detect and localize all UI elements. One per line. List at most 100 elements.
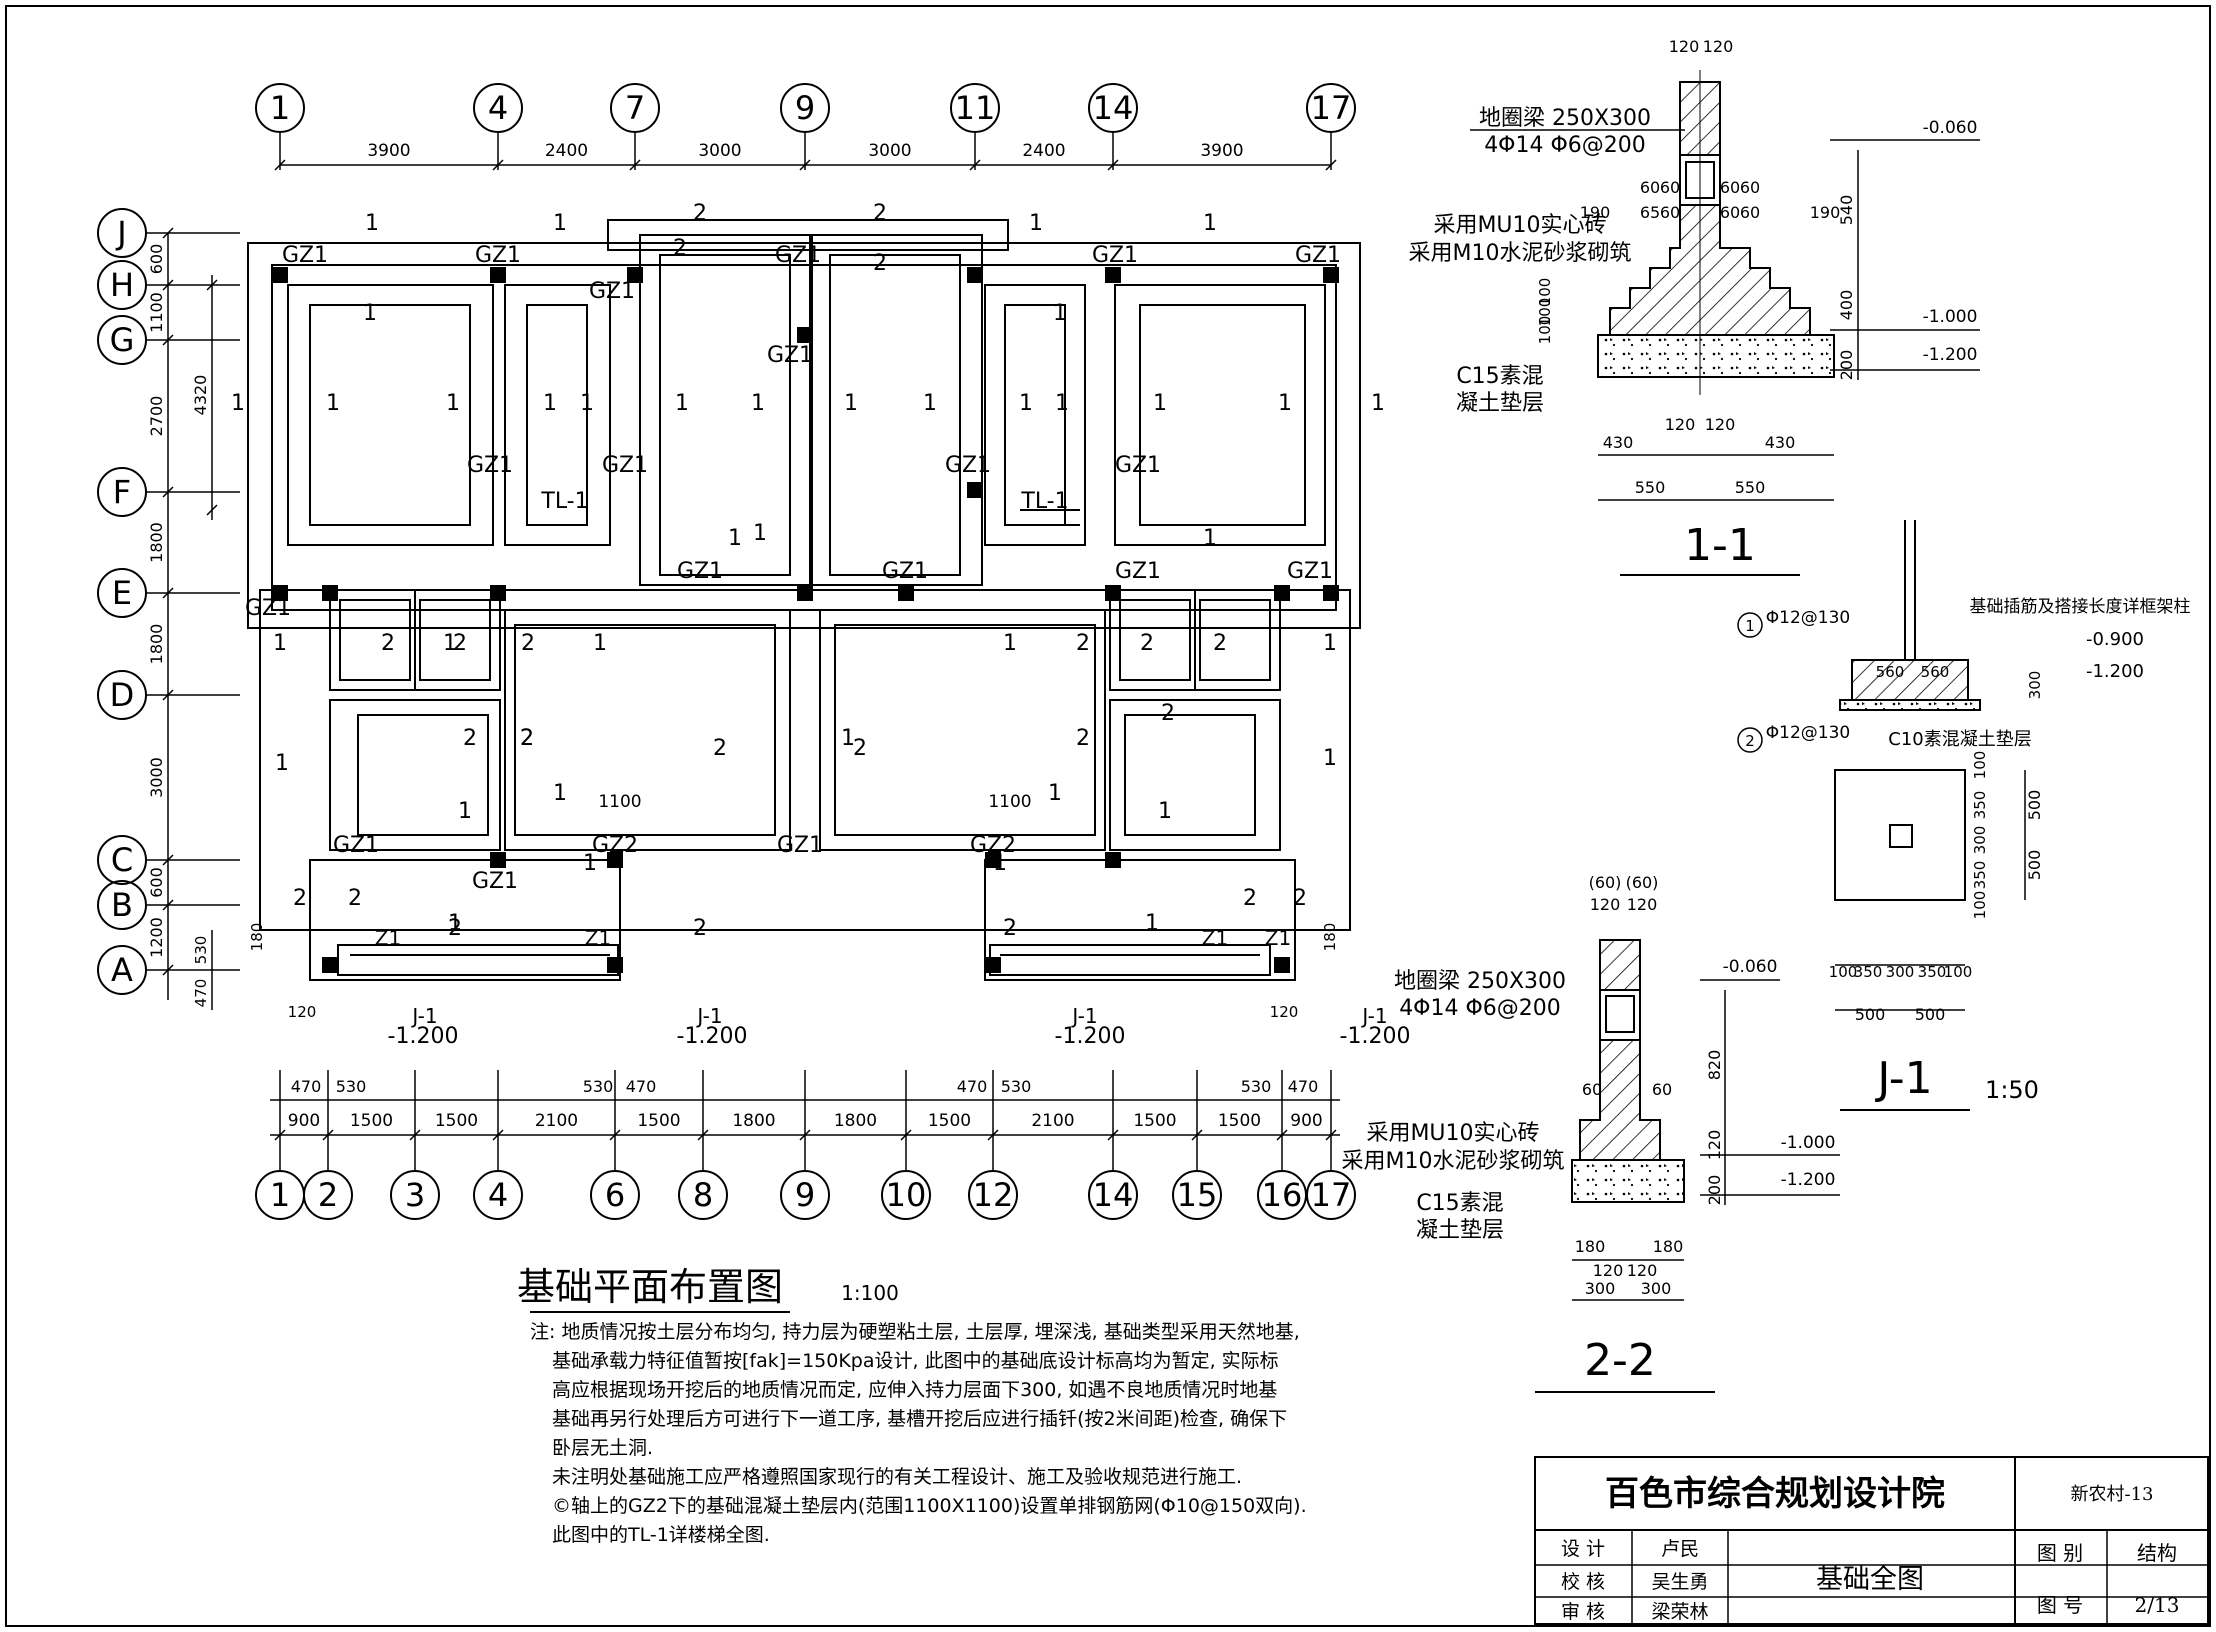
tl1-label: TL-1 bbox=[540, 489, 588, 514]
dim: 350 bbox=[1918, 963, 1947, 981]
wall-type-1: 1 bbox=[593, 631, 607, 656]
foundation-strip-outer bbox=[1114, 284, 1326, 546]
note-line: 高应根据现场开挖后的地质情况而定, 应伸入持力层面下300, 如遇不良地质情况时… bbox=[552, 1379, 1278, 1401]
dim: 65 bbox=[1640, 203, 1660, 222]
dim: 100 bbox=[1971, 891, 1989, 920]
wall-type-2: 2 bbox=[520, 726, 534, 751]
gz-column bbox=[490, 267, 506, 283]
dim-120: 120 bbox=[288, 1003, 317, 1021]
dim-tick bbox=[1325, 1129, 1337, 1141]
brick-label: 采用MU10实心砖 bbox=[1366, 1121, 1539, 1146]
gz2-label: GZ2 bbox=[970, 833, 1016, 858]
wall-type-1: 1 bbox=[1029, 211, 1043, 236]
left-dim: 2700 bbox=[147, 396, 166, 437]
dim: 500 bbox=[2025, 790, 2044, 821]
gz-column bbox=[1323, 267, 1339, 283]
dim: 430 bbox=[1603, 433, 1634, 452]
gz1-label: GZ1 bbox=[467, 453, 513, 478]
dim-tick bbox=[1276, 1129, 1288, 1141]
axis-bottom-16: 16 bbox=[1262, 1176, 1303, 1214]
gz1-label: GZ1 bbox=[945, 453, 991, 478]
gz1-label: GZ1 bbox=[1115, 453, 1161, 478]
elevation-mark: -1.200 bbox=[677, 1024, 748, 1049]
axis-left-C: C bbox=[111, 841, 133, 879]
dim-tick bbox=[162, 279, 174, 291]
top-dim: 3900 bbox=[1200, 141, 1243, 161]
gz-column bbox=[490, 585, 506, 601]
gz-column bbox=[1105, 267, 1121, 283]
dim: 500 bbox=[2025, 850, 2044, 881]
gz-column bbox=[322, 957, 338, 973]
axis-left-G: G bbox=[110, 321, 135, 359]
foundation-strip-outer bbox=[984, 284, 1086, 546]
foundation-strip-inner bbox=[357, 714, 489, 836]
c10-cushion bbox=[1839, 699, 1981, 711]
foundation-strip-inner bbox=[514, 624, 776, 836]
dim-180: 180 bbox=[1321, 923, 1339, 952]
wall-type-1: 1 bbox=[326, 391, 340, 416]
dim: 560 bbox=[1921, 663, 1950, 681]
z1-marker: Z1 bbox=[375, 926, 401, 950]
wall-type-2: 2 bbox=[693, 201, 707, 226]
top-dim: 3000 bbox=[868, 141, 911, 161]
wall-type-1: 1 bbox=[1145, 911, 1159, 936]
dim: 120 bbox=[1627, 895, 1658, 914]
elevation: -1.000 bbox=[1781, 1133, 1836, 1153]
j1-plan-column bbox=[1889, 824, 1913, 848]
axis-bottom-8: 8 bbox=[693, 1176, 713, 1214]
foundation-strip-outer bbox=[1109, 699, 1281, 851]
gz-column bbox=[797, 585, 813, 601]
wall-type-1: 1 bbox=[841, 726, 855, 751]
axis-left-D: D bbox=[110, 676, 135, 714]
dim-tick bbox=[697, 1129, 709, 1141]
foundation-strip-inner bbox=[339, 599, 411, 681]
dim: 300 bbox=[1585, 1279, 1616, 1298]
gz-column bbox=[607, 852, 623, 868]
wall-type-1: 1 bbox=[1278, 391, 1292, 416]
axis-bottom-12: 12 bbox=[973, 1176, 1014, 1214]
dim-tick bbox=[799, 159, 811, 171]
dim: 120 bbox=[1669, 37, 1700, 56]
gz-column bbox=[967, 482, 983, 498]
note-line: ©轴上的GZ2下的基础混凝土垫层内(范围1100X1100)设置单排钢筋网(Φ1… bbox=[552, 1495, 1307, 1517]
dim: 200 bbox=[1837, 350, 1856, 381]
elevation: -0.060 bbox=[1723, 957, 1778, 977]
dim: 180 bbox=[1575, 1237, 1606, 1256]
wall-type-2: 2 bbox=[873, 251, 887, 276]
cushion-label: C15素混 bbox=[1456, 364, 1543, 389]
axis-bottom-17: 17 bbox=[1311, 1176, 1352, 1214]
foundation-strip-inner bbox=[829, 254, 961, 576]
gz-column bbox=[1274, 585, 1290, 601]
wall-type-1: 1 bbox=[583, 851, 597, 876]
axis-bottom-4: 4 bbox=[488, 1176, 508, 1214]
dim-tick bbox=[1325, 159, 1337, 171]
axis-bottom-6: 6 bbox=[605, 1176, 625, 1214]
gz-column bbox=[627, 267, 643, 283]
mortar-label: 采用M10水泥砂浆砌筑 bbox=[1409, 241, 1632, 266]
section-title: 2-2 bbox=[1584, 1335, 1656, 1386]
wall-type-2: 2 bbox=[1140, 631, 1154, 656]
wall-type-2: 2 bbox=[713, 736, 727, 761]
wall-type-1: 1 bbox=[365, 211, 379, 236]
rebar-2-bubble bbox=[1737, 727, 1763, 753]
note-line: 注: 地质情况按土层分布均匀, 持力层为硬塑粘土层, 土层厚, 埋深浅, 基础类… bbox=[530, 1321, 1300, 1343]
gz1-label: GZ1 bbox=[245, 596, 291, 621]
dim: 190 bbox=[1810, 203, 1841, 222]
bottom-sub-dim: 530 bbox=[583, 1077, 614, 1096]
footing-section bbox=[1851, 659, 1969, 701]
wall-type-2: 2 bbox=[381, 631, 395, 656]
left-sub-dim: 530 bbox=[192, 936, 210, 965]
dim: 550 bbox=[1735, 478, 1766, 497]
rebar-2-no: 2 bbox=[1745, 732, 1755, 750]
bottom-dim: 1500 bbox=[350, 1111, 393, 1131]
bottom-dim: 900 bbox=[1290, 1111, 1322, 1131]
note-line: 未注明处基础施工应严格遵照国家现行的有关工程设计、施工及验收规范进行施工. bbox=[552, 1466, 1243, 1488]
gz-column bbox=[1274, 957, 1290, 973]
foundation-strip-inner bbox=[1124, 714, 1256, 836]
top-dim: 3000 bbox=[698, 141, 741, 161]
axis-top-4: 4 bbox=[488, 89, 508, 127]
gz1-label: GZ1 bbox=[333, 833, 379, 858]
